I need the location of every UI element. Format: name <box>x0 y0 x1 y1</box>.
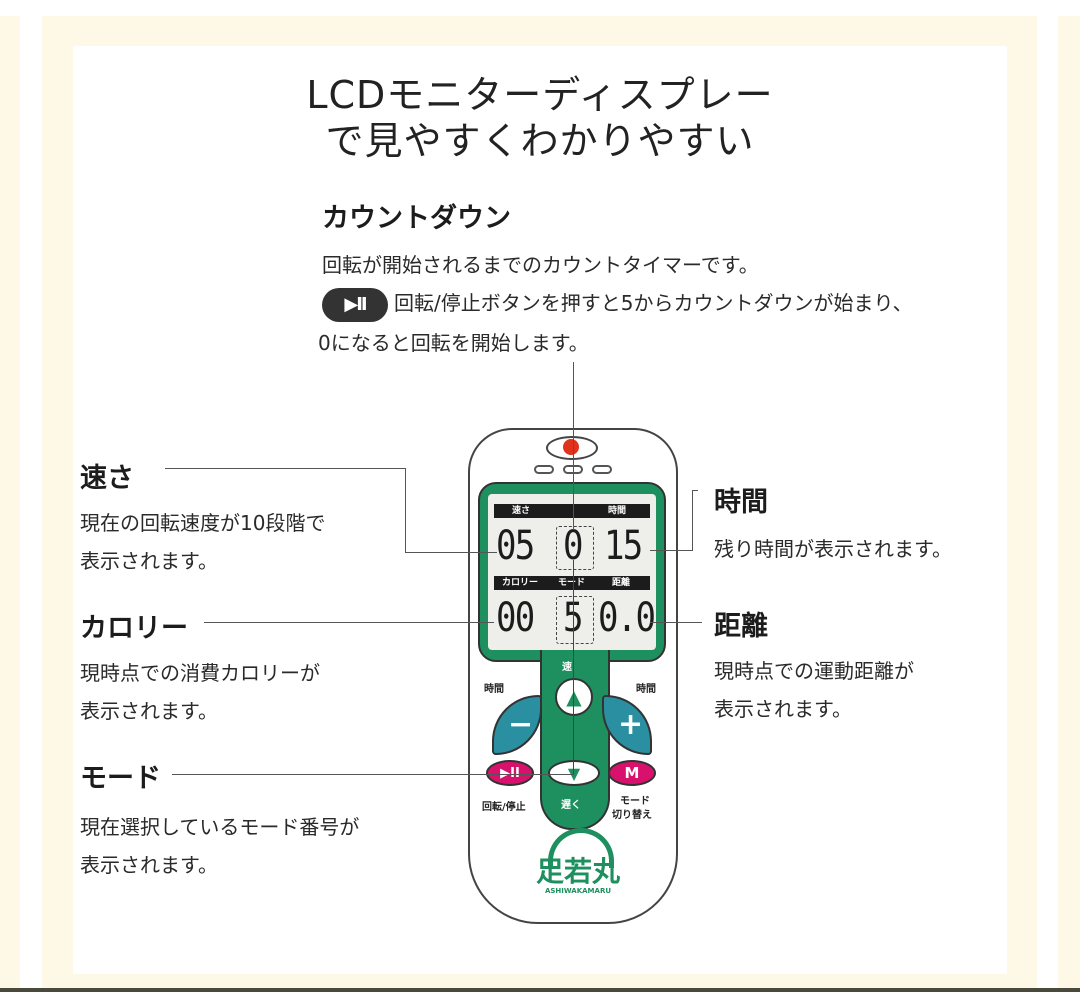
speed-heading: 速さ <box>80 463 134 494</box>
faster-button[interactable]: ▲ <box>555 678 593 716</box>
callout-line-time-h <box>650 550 692 551</box>
brand-logo-subtitle: ASHIWAKAMARU <box>544 887 612 895</box>
speed-text-1: 現在の回転速度が10段階で <box>80 511 326 535</box>
lcd-screen <box>488 494 656 650</box>
mode-switch-button[interactable]: M <box>608 760 656 786</box>
callout-line-time-v <box>692 490 693 551</box>
speed-text-2: 表示されます。 <box>80 549 218 573</box>
mode-heading: モード <box>80 763 161 794</box>
callout-line-speed-h2 <box>405 552 497 553</box>
lcd-distance-value: 0.0 <box>598 595 656 641</box>
logo-arc <box>548 828 614 868</box>
brand-logo: 足若丸 <box>535 855 620 888</box>
lcd-label-mode: モード <box>558 578 586 588</box>
ir-sensor <box>546 436 598 460</box>
countdown-text-1: 回転が開始されるまでのカウントタイマーです。 <box>322 253 759 277</box>
calorie-text-1: 現時点での消費カロリーが <box>80 661 320 685</box>
lcd-time-value: 15 <box>604 523 643 569</box>
play-pause-icon: ▶II <box>322 287 388 322</box>
bottom-bar <box>0 988 1080 992</box>
indicator-light-3 <box>592 465 612 474</box>
plus-icon: + <box>618 707 644 742</box>
down-triangle-icon: ▼ <box>567 763 581 783</box>
mode-text-2: 表示されます。 <box>80 853 218 877</box>
time-minus-label: 時間 <box>484 684 504 695</box>
callout-line-speed-h1 <box>165 468 405 469</box>
time-text-1: 残り時間が表示されます。 <box>714 537 952 561</box>
mode-switch-label-2: 切り替え <box>612 810 652 821</box>
lcd-label-bar-2: カロリー モード 距離 <box>494 576 650 590</box>
mode-m-icon: M <box>624 764 640 782</box>
callout-line-speed-v <box>405 468 406 552</box>
lcd-label-calorie: カロリー <box>502 578 539 588</box>
play-pause-label: 回転/停止 <box>482 802 526 813</box>
play-pause-button-icon: ▶II <box>500 765 520 781</box>
lcd-calorie-value: 00 <box>496 595 535 641</box>
distance-text-2: 表示されます。 <box>714 697 852 721</box>
page-title-line-1: LCDモニターディスプレー <box>306 73 774 117</box>
callout-line-countdown <box>573 362 574 530</box>
indicator-light-1 <box>534 465 554 474</box>
distance-heading: 距離 <box>714 611 768 642</box>
countdown-heading: カウントダウン <box>322 203 511 234</box>
distance-text-1: 現時点での運動距離が <box>714 659 914 683</box>
mode-highlight-box <box>556 596 594 644</box>
mode-switch-label-1: モード <box>620 796 650 807</box>
lcd-label-bar-1: 速さ 時間 <box>494 504 650 518</box>
time-plus-label: 時間 <box>636 684 656 695</box>
red-led-indicator <box>563 439 579 455</box>
callout-line-calorie <box>204 622 494 623</box>
callout-line-time-tick <box>692 490 698 491</box>
play-pause-button[interactable]: ▶II <box>486 760 534 786</box>
countdown-text-2-body: 回転/停止ボタンを押すと5からカウントダウンが始まり、 <box>394 291 913 315</box>
time-heading: 時間 <box>714 487 768 518</box>
faster-label: 速 <box>562 662 572 673</box>
minus-icon: − <box>508 707 534 742</box>
mode-text-1: 現在選択しているモード番号が <box>80 815 360 839</box>
lcd-speed-value: 05 <box>496 523 535 569</box>
slower-label: 遅く <box>561 800 581 811</box>
background-strip-right <box>1058 16 1080 992</box>
countdown-text-3: 0になると回転を開始します。 <box>318 331 589 355</box>
lcd-label-time: 時間 <box>608 506 627 516</box>
calorie-heading: カロリー <box>80 613 188 644</box>
background-strip-left <box>0 16 20 992</box>
callout-line-mode <box>172 774 574 775</box>
lcd-countdown-value: 0 <box>563 523 583 569</box>
slower-button[interactable]: ▼ <box>548 760 600 786</box>
lcd-label-speed: 速さ <box>512 506 531 516</box>
callout-line-mode-vertical <box>573 560 574 774</box>
page-title-line-2: で見やすくわかりやすい <box>325 119 755 163</box>
lcd-label-distance: 距離 <box>612 578 631 588</box>
calorie-text-2: 表示されます。 <box>80 699 218 723</box>
callout-line-distance <box>650 622 702 623</box>
countdown-highlight-box <box>556 526 594 570</box>
